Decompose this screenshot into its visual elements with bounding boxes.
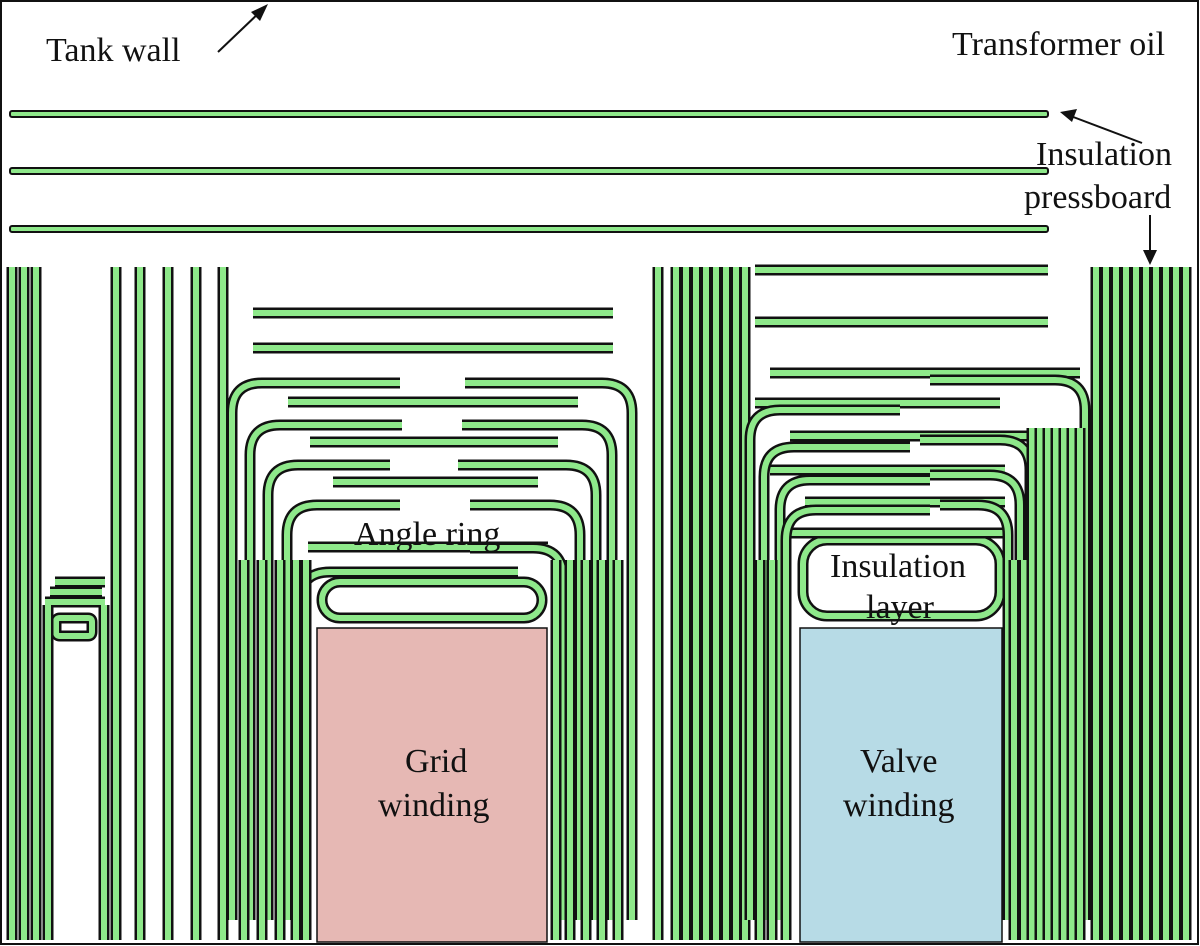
transformer-oil-label: Transformer oil bbox=[952, 26, 1165, 63]
angle-ring-left-9 bbox=[229, 380, 400, 920]
grid-winding bbox=[316, 627, 548, 943]
valve-winding-label-line2: winding bbox=[843, 787, 954, 824]
angle-ring-left-39 bbox=[761, 444, 910, 920]
insulation-pressboard-arrow-right bbox=[1143, 215, 1157, 265]
small-ring bbox=[53, 615, 95, 639]
angle-ring-right-18 bbox=[470, 545, 566, 920]
angle-ring-label: Angle ring bbox=[354, 516, 500, 553]
angle-ring-right-17 bbox=[470, 502, 583, 920]
angle-ring-right-44 bbox=[930, 472, 1023, 920]
pressboard-group bbox=[6, 264, 1192, 940]
angle-ring-right-45 bbox=[940, 502, 1011, 920]
top-pressboard-1 bbox=[9, 110, 1049, 118]
angle-ring-left-41 bbox=[783, 507, 930, 920]
angle-ring-right-16 bbox=[458, 462, 599, 920]
grid-winding-label-line2: winding bbox=[378, 787, 489, 824]
angle-ring-left-40 bbox=[777, 477, 930, 920]
insulation-layer-label-line2: layer bbox=[866, 589, 935, 626]
angle-ring-right-42 bbox=[930, 377, 1088, 920]
grid-winding-label-line1: Grid bbox=[405, 743, 467, 780]
valve-insulation-layer-cap bbox=[797, 534, 1006, 622]
tank-wall-arrow bbox=[217, 4, 268, 53]
angle-ring-left-12 bbox=[284, 502, 400, 920]
insulation-pressboard-label-line1: Insulation bbox=[1036, 136, 1172, 173]
angle-ring-right-15 bbox=[462, 422, 615, 920]
insulation-pressboard-label-line2: pressboard bbox=[1024, 179, 1171, 216]
angle-ring-left-38 bbox=[747, 407, 900, 920]
valve-winding bbox=[799, 627, 1003, 943]
valve-winding-label-line1: Valve bbox=[860, 743, 937, 780]
insulation-pressboard-arrow-top bbox=[1060, 109, 1143, 144]
angle-ring-right-14 bbox=[465, 380, 635, 920]
top-pressboard-2 bbox=[9, 167, 1049, 175]
grid-angle-ring-cap bbox=[316, 576, 548, 624]
angle-ring-left-11 bbox=[265, 462, 390, 920]
tank-wall-label: Tank wall bbox=[46, 32, 181, 69]
top-pressboard-3 bbox=[9, 225, 1049, 233]
angle-ring-left-10 bbox=[247, 422, 402, 920]
insulation-layer-label-line1: Insulation bbox=[830, 548, 966, 585]
